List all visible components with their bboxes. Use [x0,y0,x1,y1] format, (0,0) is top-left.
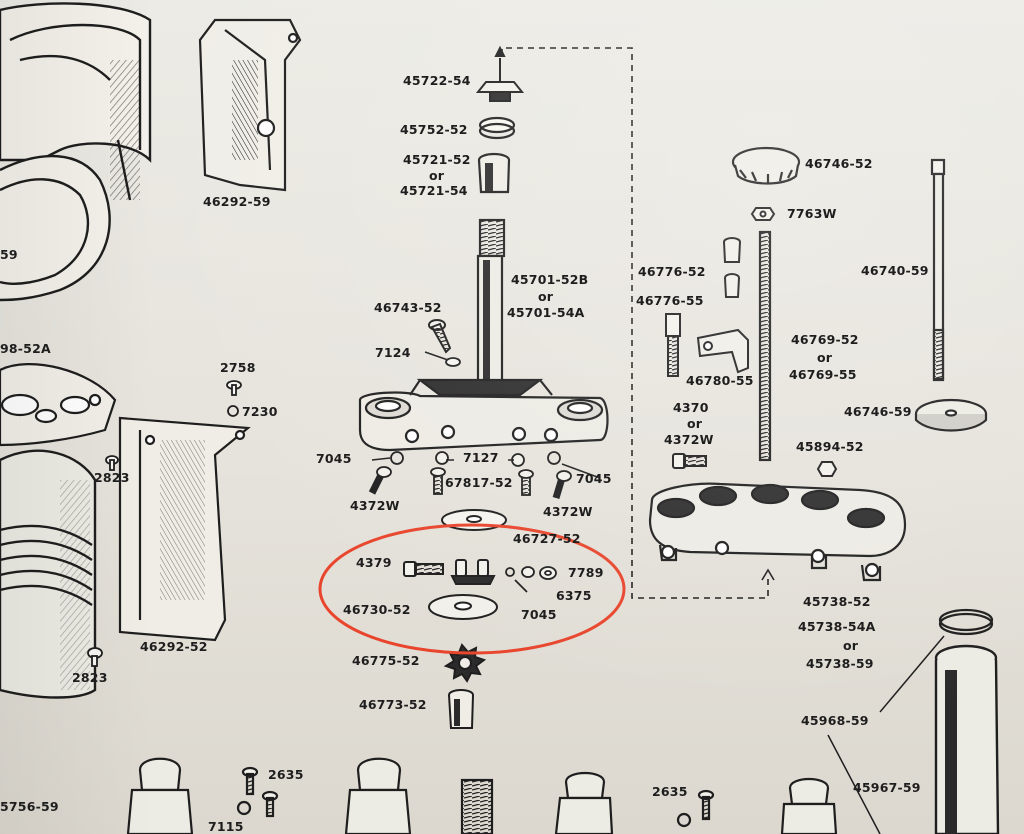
rod-46740-59 [930,158,946,382]
label-46769-52: 46769-52 [791,332,859,347]
label-2635-a: 2635 [268,767,304,782]
label-46743-52: 46743-52 [374,300,442,315]
crown-center [358,378,609,452]
nut-45722-54 [475,45,525,102]
highlight-circle [318,523,626,655]
label-or-5: or [843,638,859,653]
assembly-arrow [761,568,775,581]
washer-46746-59 [914,398,988,432]
studs-pair [450,559,496,585]
bracket-45738 [648,482,907,582]
label-7789: 7789 [568,565,604,580]
label-7124: 7124 [375,345,411,360]
lockwasher-46775-52 [443,643,487,683]
label-or-2: or [538,289,554,304]
label-4379: 4379 [356,555,392,570]
seal-45752-52 [478,116,516,140]
label-6375: 6375 [556,588,592,603]
bolt-46780-55 [665,313,681,377]
washer-46730-52 [428,594,498,620]
label-45968-59: 45968-59 [801,713,869,728]
nut-45894-52 [816,461,838,477]
label-46730-52: 46730-52 [343,602,411,617]
assembly-dashed-line [501,47,769,599]
ring-45968-59 [938,608,994,636]
lockwasher-7230 [227,405,239,417]
bolt-4372w-right [672,453,707,469]
label-45738-54a: 45738-54A [798,619,876,634]
label-45722-54: 45722-54 [403,73,471,88]
rod-46769 [758,230,772,462]
bushing-45721 [477,152,511,194]
label-45701-54a: 45701-54A [507,305,585,320]
cap-46746-52 [731,146,801,185]
spacer-46776-52 [723,237,741,298]
small-parts-7789-6375 [505,566,557,593]
label-98-52a: 98-52A [0,341,51,356]
fork-top-plate-left [0,363,117,447]
label-45721-52: 45721-52 [403,152,471,167]
label-7045-c: 7045 [521,607,557,622]
label-or-3: or [817,350,833,365]
cover-plate-46292-52 [118,416,251,642]
label-46746-59: 46746-59 [844,404,912,419]
label-45701-52b: 45701-52B [511,272,589,287]
bracket-4370 [696,328,749,374]
label-7127: 7127 [463,450,499,465]
label-46776-55: 46776-55 [636,293,704,308]
label-45738-52: 45738-52 [803,594,871,609]
bracket-46292-59 [198,18,302,192]
label-46292-59: 46292-59 [203,194,271,209]
label-46775-52: 46775-52 [352,653,420,668]
label-or-1: or [429,168,445,183]
stem-45701 [476,218,506,398]
label-4372w-c: 4372W [664,432,714,447]
label-4372w-a: 4372W [350,498,400,513]
label-59: 59 [0,247,18,262]
label-7045-b: 7045 [576,471,612,486]
label-46773-52: 46773-52 [359,697,427,712]
screw-2758 [226,380,242,396]
bolt-46743-52 [428,319,452,354]
label-7115: 7115 [208,819,244,834]
label-2823-a: 2823 [94,470,130,485]
label-2635-b: 2635 [652,784,688,799]
label-7045-a: 7045 [316,451,352,466]
leader-lines [371,351,945,834]
label-67817-52: 67817-52 [445,475,513,490]
label-2758: 2758 [220,360,256,375]
label-7230: 7230 [242,404,278,419]
label-5756-59: 5756-59 [0,799,59,814]
bottom-tube-tops [126,757,838,834]
label-46780-55: 46780-55 [686,373,754,388]
fork-slider-left-bottom [0,449,97,699]
fork-slider-left-top [0,2,152,302]
nut-7763w [750,207,776,221]
tube-45967-59 [934,644,1000,834]
label-4372w-b: 4372W [543,504,593,519]
label-46727-52: 46727-52 [513,531,581,546]
bolt-4379 [403,561,444,577]
washer-7124 [445,357,461,367]
label-46740-59: 46740-59 [861,263,929,278]
label-46776-52: 46776-52 [638,264,706,279]
screw-2823-b [87,647,103,667]
label-45721-54: 45721-54 [400,183,468,198]
screw-2823-a [105,455,119,471]
label-2823-b: 2823 [72,670,108,685]
label-7763w: 7763W [787,206,837,221]
label-4370: 4370 [673,400,709,415]
label-46746-52: 46746-52 [805,156,873,171]
crown-small-hardware [368,451,572,500]
label-46769-55: 46769-55 [789,367,857,382]
label-45967-59: 45967-59 [853,780,921,795]
bushing-46773-52 [448,689,474,729]
label-45738-59: 45738-59 [806,656,874,671]
label-45752-52: 45752-52 [400,122,468,137]
label-45894-52: 45894-52 [796,439,864,454]
label-46292-52: 46292-52 [140,639,208,654]
label-or-4: or [687,416,703,431]
